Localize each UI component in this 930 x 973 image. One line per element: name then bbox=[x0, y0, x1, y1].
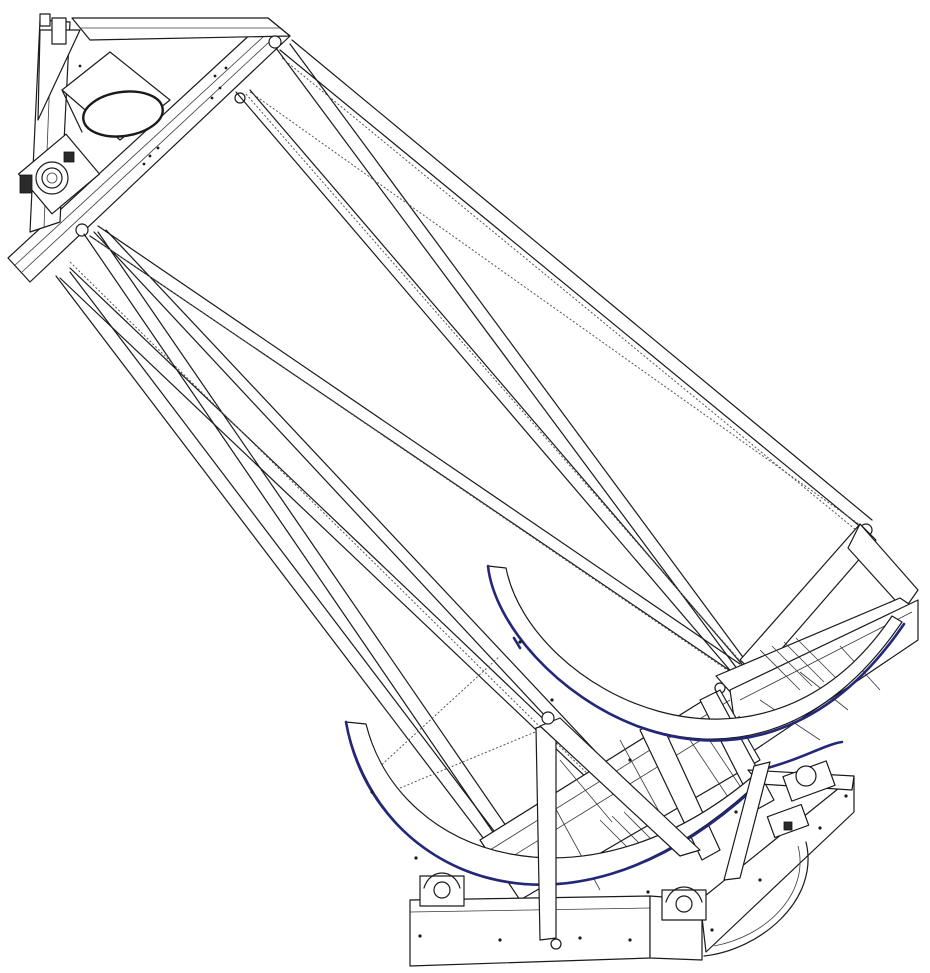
truss-pole bbox=[59, 267, 621, 801]
rocker-leg bbox=[723, 761, 771, 881]
focuser bbox=[17, 133, 101, 215]
shroud-cords bbox=[69, 57, 871, 799]
truss-pole bbox=[279, 39, 873, 529]
truss-pole bbox=[55, 271, 517, 869]
truss-pole bbox=[275, 43, 749, 671]
upper-ring-top-rail bbox=[71, 17, 291, 41]
rocker-leg bbox=[535, 721, 557, 941]
altitude-bearing-rear-edge bbox=[486, 564, 906, 742]
truss-pole bbox=[235, 89, 753, 683]
truss-clamp bbox=[75, 223, 89, 237]
bearing-block bbox=[661, 886, 707, 921]
bearing-block bbox=[419, 872, 465, 907]
secondary-mirror-holder bbox=[61, 51, 171, 141]
upper-cage bbox=[7, 13, 291, 283]
drive-motor bbox=[766, 760, 836, 839]
secondary-mirror-ellipse bbox=[82, 90, 164, 138]
truss-pole bbox=[83, 231, 525, 861]
upper-ring-holes bbox=[78, 64, 228, 166]
truss-pole bbox=[93, 229, 627, 793]
azimuth-platform bbox=[703, 841, 809, 957]
truss-clamp bbox=[268, 35, 282, 49]
rocker-box bbox=[409, 711, 855, 967]
